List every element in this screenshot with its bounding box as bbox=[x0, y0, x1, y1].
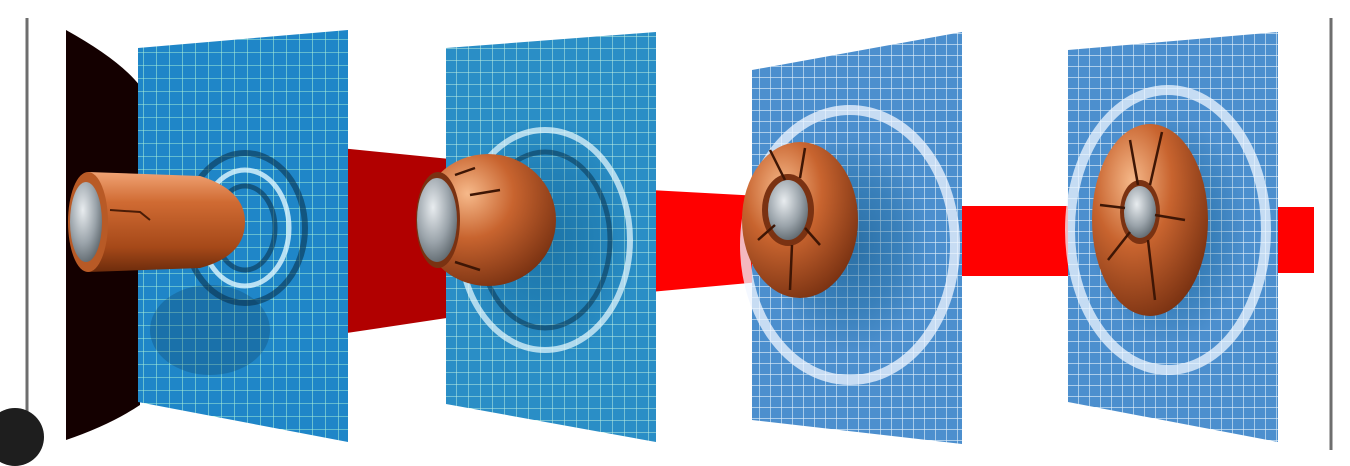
projectile-stage-3 bbox=[742, 142, 858, 298]
projectile-stage-2 bbox=[416, 154, 556, 286]
red-path-segment-3 bbox=[960, 206, 1080, 276]
panel-1 bbox=[138, 30, 348, 442]
red-path-segment-2 bbox=[650, 190, 760, 292]
projectile-stage-1 bbox=[68, 172, 245, 272]
projectile-stage-4 bbox=[1092, 124, 1208, 316]
